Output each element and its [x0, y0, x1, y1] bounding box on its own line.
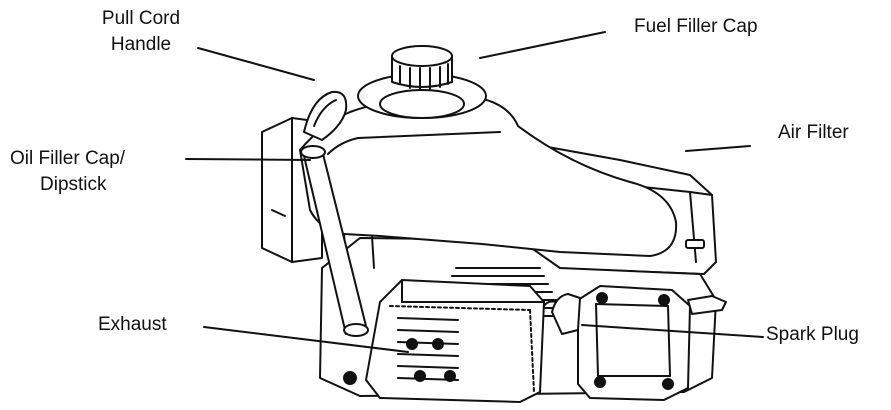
oil-filler-label-line2: Dipstick — [40, 174, 107, 195]
oil-filler-leader-line — [185, 158, 311, 161]
fuel-cap-recess — [357, 73, 487, 119]
fuel-filler-cap-part — [391, 45, 453, 90]
pull-cord-handle-part — [303, 90, 348, 141]
pull-cord-label-line2: Handle — [110, 34, 172, 55]
exhaust-leader-line — [203, 326, 409, 353]
spark-plug-label: Spark Plug — [766, 324, 859, 345]
oil-filler-cap-label: Oil Filler Cap/ Dipstick — [10, 146, 125, 198]
pull-cord-leader-line — [197, 47, 315, 81]
fuel-filler-cap-label: Fuel Filler Cap — [634, 16, 758, 37]
spark-plug-part — [543, 293, 581, 335]
fuel-cap-leader-line — [479, 31, 606, 59]
oil-dipstick-tube — [300, 145, 369, 337]
air-filter-leader-line — [685, 145, 751, 152]
exhaust-label: Exhaust — [98, 314, 167, 335]
spark-plug-leader-line — [581, 324, 764, 338]
exhaust-bolts — [406, 338, 456, 382]
pull-cord-handle-label: Pull Cord Handle — [78, 6, 204, 58]
exhaust-muffler — [365, 279, 545, 403]
mounting-bolt — [343, 371, 357, 385]
air-filter-label: Air Filter — [778, 122, 849, 143]
oil-filler-label-line1: Oil Filler Cap/ — [10, 148, 126, 169]
carburetor-cover — [577, 285, 727, 401]
pull-cord-label-line1: Pull Cord — [101, 8, 181, 29]
